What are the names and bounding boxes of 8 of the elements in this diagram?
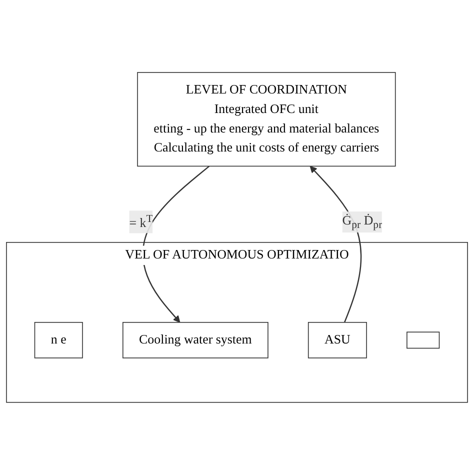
node-box bbox=[406, 331, 440, 348]
edge-label: = k$^{T}$ bbox=[129, 212, 153, 230]
arrow bbox=[142, 165, 210, 322]
node-box: Cooling water system bbox=[122, 322, 268, 358]
edge-label: Ġ$_{pr}$ Ḋ$_{pr}$ bbox=[342, 213, 382, 230]
node-box: LEVEL OF COORDINATION Integrated OFC unit etting - up the energy and material balances Calculating the unit costs of energy carriers bbox=[137, 72, 396, 166]
node-box: n e bbox=[34, 322, 83, 358]
node-box: ASU bbox=[308, 322, 367, 358]
